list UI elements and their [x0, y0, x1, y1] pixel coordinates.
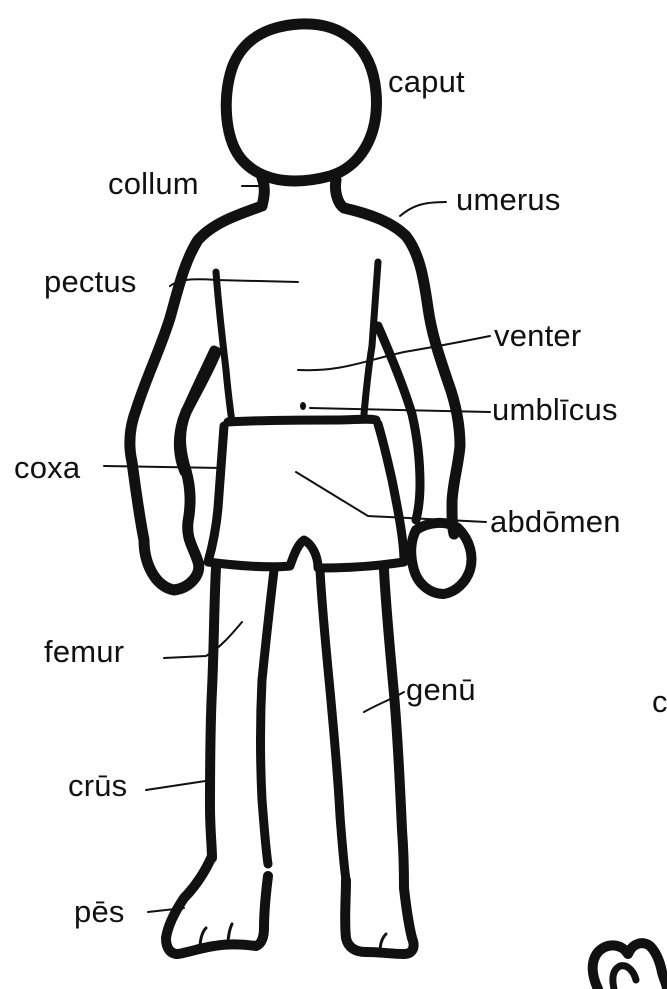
head-outline: [226, 24, 376, 181]
leader-umblicus: [310, 408, 490, 412]
waistband: [228, 419, 376, 422]
label-collum: collum: [108, 168, 199, 199]
label-abdomen: abdōmen: [490, 506, 621, 537]
shorts-outline: [208, 424, 404, 568]
left-leg-inner: [261, 570, 275, 864]
label-crus: crūs: [68, 770, 127, 801]
label-genu: genū: [406, 674, 476, 705]
leader-crus: [146, 780, 212, 790]
partial-foot-toe: [613, 966, 636, 989]
label-pes: pēs: [74, 896, 125, 927]
label-venter: venter: [494, 320, 581, 351]
label-umerus: umerus: [456, 184, 561, 215]
label-umblicus: umblīcus: [492, 394, 618, 425]
right-hand: [411, 523, 471, 594]
torso-left: [216, 272, 232, 422]
right-leg-inner: [320, 570, 346, 880]
label-caput: caput: [388, 66, 465, 97]
torso-right: [364, 262, 378, 414]
leader-coxa: [104, 466, 222, 468]
navel-dot: [300, 402, 306, 410]
left-leg-outer: [210, 568, 216, 858]
right-inner-arm: [378, 326, 420, 520]
right-leg-outer: [384, 570, 404, 888]
label-cut-off: c: [652, 686, 667, 717]
label-femur: femur: [44, 636, 124, 667]
label-pectus: pectus: [44, 266, 137, 297]
leader-umerus: [400, 202, 446, 216]
right-body-outline: [335, 180, 460, 534]
label-coxa: coxa: [14, 452, 80, 483]
leader-pectus: [170, 279, 298, 286]
left-foot: [166, 856, 268, 954]
leader-femur: [164, 622, 242, 658]
right-foot: [345, 880, 413, 954]
